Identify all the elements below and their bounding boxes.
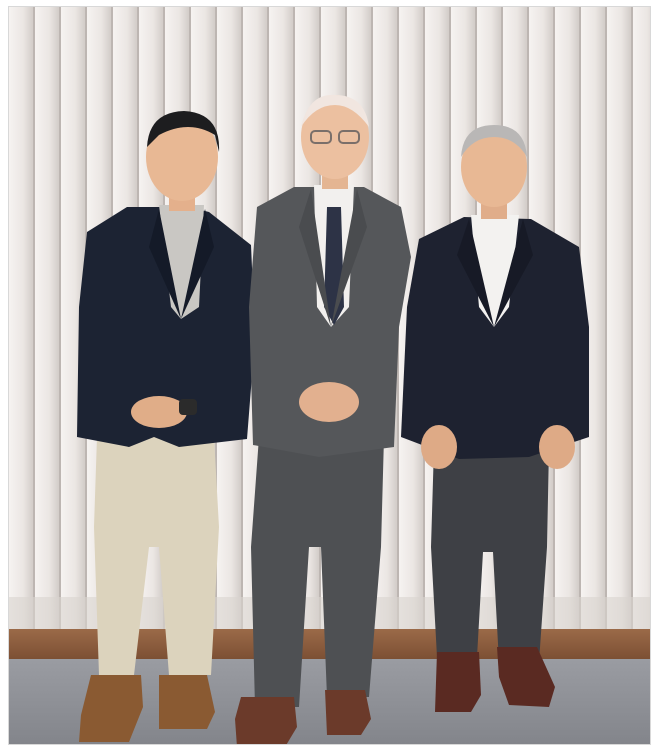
- group-photo: [8, 6, 651, 745]
- person-center: [235, 94, 411, 744]
- person-right: [401, 125, 589, 712]
- photo-illustration: [9, 7, 650, 744]
- person-left: [77, 111, 255, 742]
